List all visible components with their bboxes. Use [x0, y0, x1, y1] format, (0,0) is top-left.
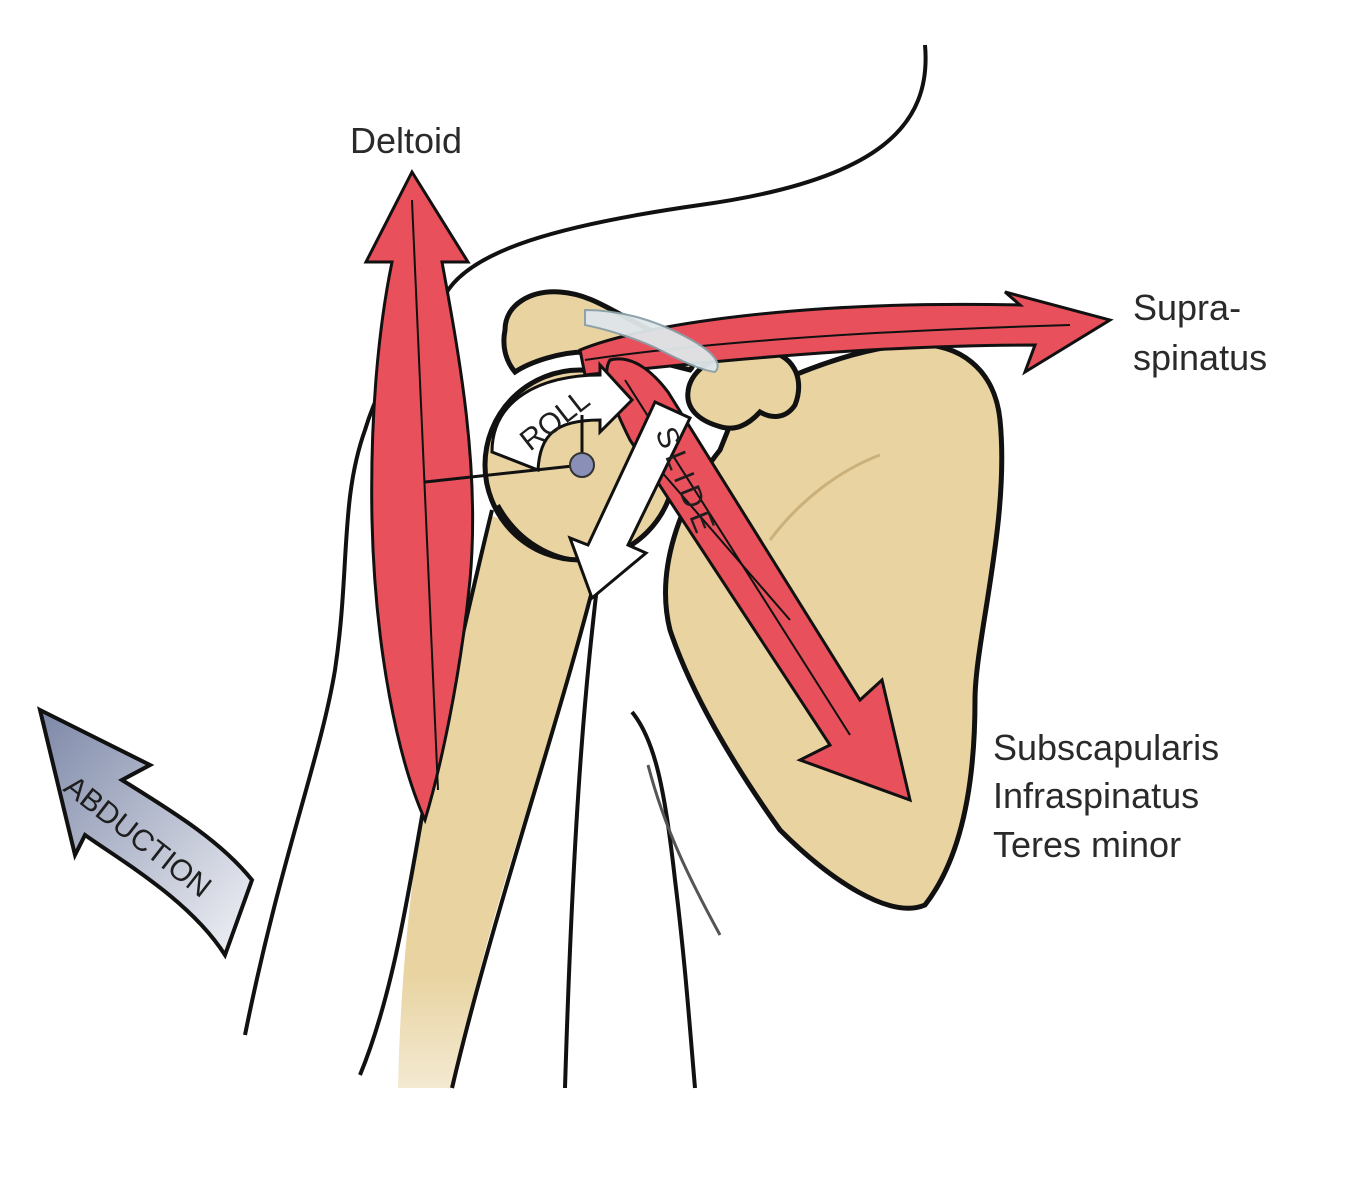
supraspinatus-label-line2: spinatus [1133, 337, 1267, 378]
torso-outline-inner [646, 764, 722, 936]
deltoid-fiber-line [411, 199, 439, 791]
supraspinatus-tendon [584, 308, 719, 374]
deltoid-moment-arm-line [424, 463, 583, 484]
scapula [663, 341, 1005, 911]
scapula-shading [768, 453, 881, 541]
rotator-cuff-fiber-line-2 [659, 469, 791, 621]
abduction-arrow[interactable] [37, 706, 255, 960]
teres-minor-label: Teres minor [993, 824, 1181, 865]
slide-arrow[interactable] [567, 400, 693, 601]
infraspinatus-label: Infraspinatus [993, 775, 1199, 816]
humerus-outline-right [450, 559, 602, 1089]
humerus-inner-edge [563, 559, 602, 1089]
torso-outline [630, 710, 697, 1089]
joint-center-dot [569, 452, 595, 478]
deltoid-arrow[interactable] [363, 168, 475, 825]
supraspinatus-fiber-line [584, 324, 1071, 361]
subscapularis-label: Subscapularis [993, 727, 1219, 768]
supraspinatus-label-line1: Supra- [1133, 287, 1241, 328]
roll-arrow[interactable] [490, 361, 635, 473]
deltoid-label: Deltoid [350, 120, 462, 161]
humerus-shaft [398, 515, 598, 1088]
